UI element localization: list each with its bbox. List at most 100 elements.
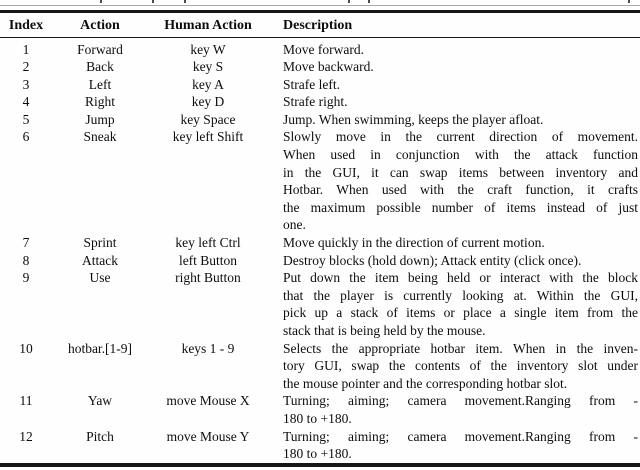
cell-action: Jump: [85, 111, 115, 127]
table-row: 12 Pitch move Mouse Y Turning; aiming; came…: [0, 428, 640, 463]
description-line: Turning; aiming; camera movement.Ranging…: [283, 393, 638, 409]
table-top-rule-thick: [0, 10, 640, 13]
description-line: pick up a stack of items or place a sing…: [283, 305, 638, 321]
cell-human-action: right Button: [175, 270, 241, 286]
table-row: 8 Attack left Button Destroy blocks (hold d…: [0, 252, 640, 270]
description-line: the mouse pointer and the corresponding …: [283, 375, 568, 391]
col-header-index: Index: [0, 12, 52, 38]
cell-human-action: move Mouse Y: [166, 428, 250, 444]
description-line: the maximum possible number of items ins…: [283, 199, 638, 215]
cell-index: 9: [22, 270, 30, 286]
description-line: that the player is currently looking at.…: [283, 287, 638, 303]
description-line: Jump. When swimming, keeps the player af…: [283, 111, 544, 127]
cell-action: Yaw: [87, 393, 113, 409]
cell-human-action: key left Shift: [172, 129, 244, 145]
cell-description: Slowly move in the current direction of …: [268, 128, 640, 234]
cell-action: Left: [88, 76, 112, 92]
table-header: Index Action Human Action Description: [0, 12, 640, 38]
table-top-rule-thin: [0, 5, 640, 6]
cell-index: 12: [19, 428, 33, 444]
cell-human-action: key left Ctrl: [175, 235, 241, 251]
table-row: 3 Left key A Strafe left.: [0, 76, 640, 94]
cropped-caption-remnant: [0, 0, 640, 5]
cell-action: Right: [84, 94, 115, 110]
description-line: Move quickly in the direction of current…: [283, 235, 545, 251]
table-row: 11 Yaw move Mouse X Turning; aiming; camera…: [0, 392, 640, 427]
cell-index: 8: [22, 252, 30, 268]
description-line: stack that is being held by the mouse.: [283, 323, 486, 338]
caption-descender-mark: [184, 0, 186, 3]
cell-index: 4: [22, 94, 30, 110]
col-header-description: Description: [268, 12, 640, 38]
cell-description: Turning; aiming; camera movement.Ranging…: [268, 392, 640, 427]
cell-index: 7: [22, 235, 30, 251]
cell-action: hotbar.[1-9]: [67, 340, 133, 356]
description-line: When used in conjunction with the attack…: [283, 147, 638, 163]
caption-descender-mark: [152, 0, 154, 3]
cell-action: Attack: [82, 252, 118, 268]
cell-index: 2: [22, 59, 30, 75]
cell-human-action: key S: [192, 59, 224, 75]
table-row: 2 Back key S Move backward.: [0, 58, 640, 76]
col-header-human-action: Human Action: [148, 12, 268, 38]
col-header-action: Action: [52, 12, 148, 38]
cell-index: 1: [22, 41, 30, 57]
cell-action: Forward: [77, 41, 123, 57]
description-line: Put down the item being held or interact…: [283, 270, 638, 286]
cell-index: 5: [22, 111, 30, 127]
description-line: Selects the appropriate hotbar item. Whe…: [283, 340, 638, 356]
table-row: 9 Use right Button Put down the item being …: [0, 269, 640, 339]
action-space-table: Index Action Human Action Description 1 F…: [0, 12, 640, 463]
description-line: 180 to +180.: [283, 446, 352, 462]
cell-action: Sneak: [83, 129, 117, 145]
caption-descender-mark: [368, 0, 370, 3]
description-line: in the GUI, it can swap items between in…: [283, 164, 638, 180]
cell-description: Move backward.: [268, 58, 640, 76]
cell-description: Selects the appropriate hotbar item. Whe…: [268, 340, 640, 393]
cell-human-action: keys 1 - 9: [181, 340, 235, 356]
caption-descender-mark: [628, 0, 630, 3]
description-line: Hotbar. When used with the craft functio…: [283, 182, 638, 198]
description-line: Slowly move in the current direction of …: [283, 129, 638, 145]
description-line: tory GUI, swap the contents of the inven…: [283, 358, 638, 374]
cell-action: Use: [89, 270, 111, 286]
cell-action: Pitch: [86, 428, 114, 444]
description-line: Destroy blocks (hold down); Attack entit…: [283, 252, 582, 268]
cell-index: 10: [19, 340, 33, 356]
cell-description: Move quickly in the direction of current…: [268, 234, 640, 252]
description-line: 180 to +180.: [283, 410, 352, 426]
cell-description: Strafe right.: [268, 93, 640, 111]
cell-action: Back: [86, 59, 114, 75]
table-row: 10 hotbar.[1-9] keys 1 - 9 Selects the appr…: [0, 340, 640, 393]
table-row: 4 Right key D Strafe right.: [0, 93, 640, 111]
description-line: Strafe left.: [283, 76, 340, 92]
table-row: 5 Jump key Space Jump. When swimming, keeps…: [0, 111, 640, 129]
cell-human-action: left Button: [178, 252, 238, 268]
cell-index: 3: [22, 76, 30, 92]
caption-descender-mark: [100, 0, 102, 3]
cell-description: Strafe left.: [268, 76, 640, 94]
table-body: 1 Forward key W Move forward. 2 Back key S Move…: [0, 37, 640, 463]
description-line: one.: [283, 217, 306, 233]
description-line: Move backward.: [283, 59, 374, 75]
cell-description: Put down the item being held or interact…: [268, 269, 640, 339]
description-line: Move forward.: [283, 41, 364, 57]
cell-human-action: key Space: [180, 111, 236, 127]
cell-description: Destroy blocks (hold down); Attack entit…: [268, 252, 640, 270]
cell-human-action: key A: [192, 76, 224, 92]
table-bottom-rule: [0, 462, 640, 467]
header-row: Index Action Human Action Description: [0, 12, 640, 38]
description-line: Strafe right.: [283, 94, 348, 110]
cell-description: Move forward.: [268, 37, 640, 58]
caption-descender-mark: [348, 0, 350, 3]
cell-human-action: move Mouse X: [166, 393, 250, 409]
cell-description: Turning; aiming; camera movement.Ranging…: [268, 428, 640, 463]
table-row: 1 Forward key W Move forward.: [0, 37, 640, 58]
cell-human-action: key D: [191, 94, 225, 110]
cell-index: 11: [19, 393, 33, 409]
cell-human-action: key W: [190, 41, 226, 57]
